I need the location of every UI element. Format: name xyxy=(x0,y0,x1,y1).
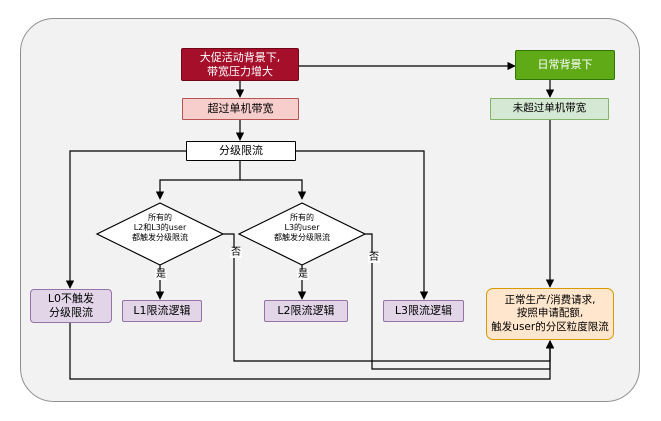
yes-label-left: 是 xyxy=(155,269,167,280)
no-label-left: 否 xyxy=(230,247,242,258)
promo-background-node: 大促活动背景下, 带宽压力增大 xyxy=(181,48,299,81)
decision-diamond-l3 xyxy=(237,202,367,266)
l3-logic-node: L3限流逻辑 xyxy=(383,300,464,322)
edge-tier-branch-right xyxy=(240,179,307,200)
yes-label-right: 是 xyxy=(297,269,309,280)
l1-logic-node: L1限流逻辑 xyxy=(122,300,202,322)
exceeded-bandwidth-node: 超过单机带宽 xyxy=(182,98,299,120)
normal-request-node: 正常生产/消费请求, 按照申请配额, 触发user的分区粒度限流 xyxy=(486,288,614,340)
edge-tier-to-l3 xyxy=(296,150,429,300)
daily-background-node: 日常背景下 xyxy=(515,50,615,80)
edge-tier-to-l0 xyxy=(65,150,186,289)
no-label-right: 否 xyxy=(368,252,380,263)
edge-l0-to-normal xyxy=(69,323,555,380)
not-exceeded-bandwidth-node: 未超过单机带宽 xyxy=(490,98,609,120)
l2-logic-node: L2限流逻辑 xyxy=(264,300,348,322)
tiered-rate-limit-node: 分级限流 xyxy=(186,141,296,161)
l0-not-triggered-node: L0不触发 分级限流 xyxy=(30,289,112,323)
edge-tier-branch-left xyxy=(155,161,241,200)
decision-diamond-l2-l3 xyxy=(95,202,225,266)
